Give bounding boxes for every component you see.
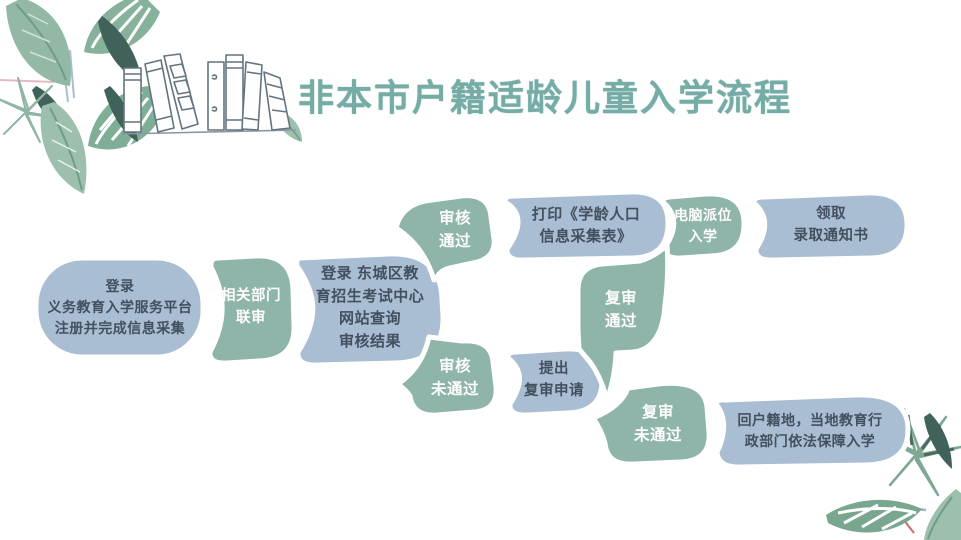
node-print-form: 打印《学龄人口 信息采集表》 [531,205,641,246]
node-shape-return-hometown [713,392,911,470]
node-review-passed: 审核 通过 [438,209,471,250]
node-shape-recheck-failed [590,380,712,467]
node-reapply: 提出 复审申请 [524,361,584,399]
node-recheck-failed: 复审 未通过 [633,403,682,444]
node-admission-notice: 领取 录取通知书 [793,206,869,244]
node-review-failed: 审核 未通过 [430,357,479,398]
node-joint-review: 相关部门 联审 [221,288,281,326]
page-title: 非本市户籍适龄儿童入学流程 [298,77,793,118]
node-check-result: 登录 东城区教 育招生考试中心 网站查询 审核结果 [315,265,425,350]
node-shape-review-passed [393,193,497,283]
node-shape-recheck-passed [575,242,671,403]
node-recheck-passed: 复审 通过 [604,289,637,330]
node-shape-joint-review [207,253,297,366]
node-shape-print-form [502,189,671,263]
node-login-platform: 登录 义务教育入学服务平台 注册并完成信息采集 [47,277,193,336]
node-shape-login-platform [33,255,206,360]
node-shape-check-result [294,251,446,368]
node-return-hometown: 回户籍地，当地教育行 政部门依法保障入学 [737,412,883,449]
node-computer-allocation: 电脑派位 入学 [674,207,732,244]
node-shape-admission-notice [751,190,910,263]
node-shape-review-failed [395,334,499,418]
